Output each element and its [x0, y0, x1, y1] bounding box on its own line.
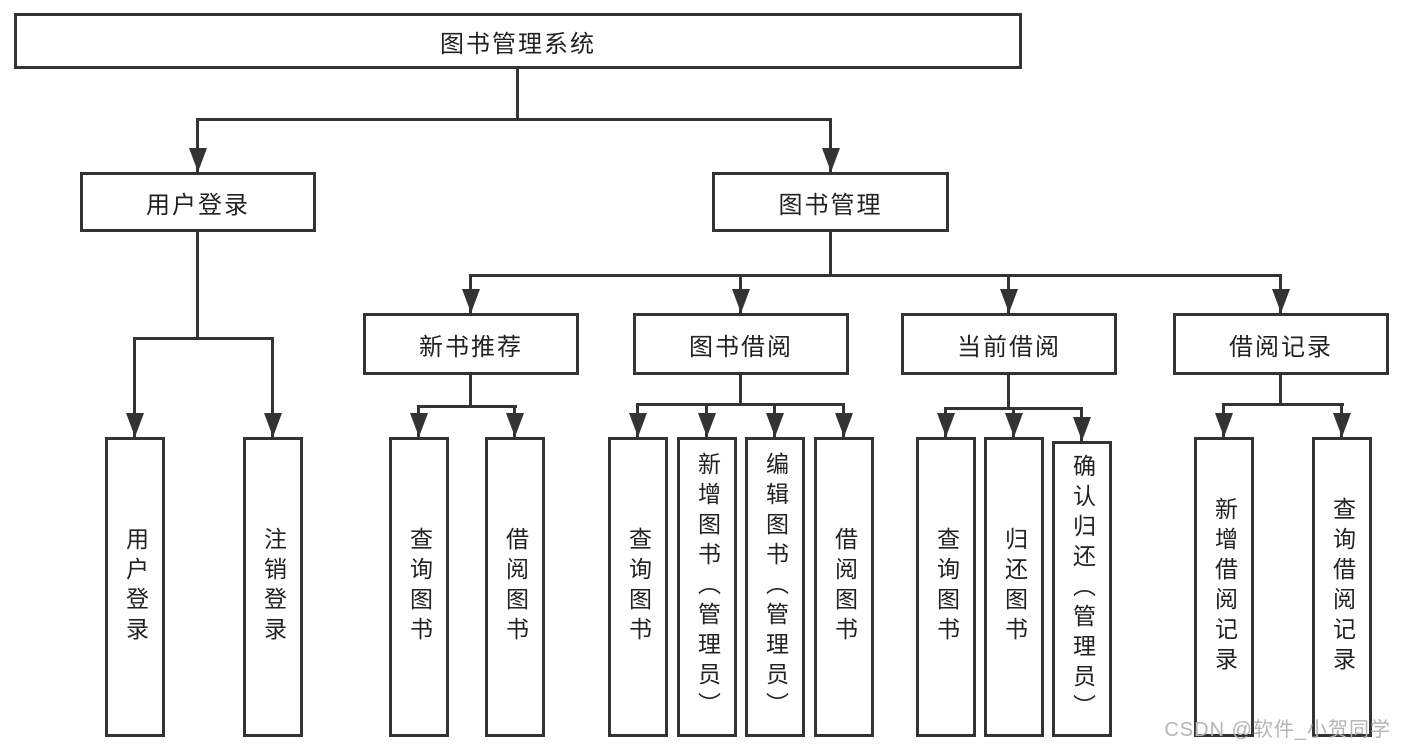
node-label: 归还图书	[1001, 527, 1028, 647]
arrow-down-icon	[409, 405, 428, 437]
arrow-down-icon	[628, 403, 647, 437]
leaf-add-book-admin: 新增图书（管理员）	[677, 437, 737, 737]
node-label: 图书管理系统	[440, 30, 596, 58]
node-label: 查询图书	[406, 527, 433, 647]
connector-line	[417, 405, 517, 408]
arrow-down-icon	[1214, 403, 1233, 437]
node-label: 查询图书	[933, 527, 960, 647]
node-label: 借阅记录	[1229, 333, 1333, 361]
arrow-down-icon	[1271, 274, 1290, 313]
connector-line	[133, 337, 274, 340]
node-label: 确认归还（管理员）	[1069, 454, 1096, 724]
node-label: 新书推荐	[419, 333, 523, 361]
leaf-query-book-3: 查询图书	[916, 437, 976, 737]
leaf-return-book: 归还图书	[984, 437, 1044, 737]
arrow-down-icon	[188, 118, 207, 172]
arrow-down-icon	[125, 337, 144, 437]
connector-line	[1222, 403, 1344, 406]
arrow-down-icon	[821, 118, 840, 172]
node-user-login-branch: 用户登录	[80, 172, 316, 232]
leaf-edit-book-admin: 编辑图书（管理员）	[745, 437, 805, 737]
arrow-down-icon	[697, 403, 716, 437]
node-label: 图书借阅	[689, 333, 793, 361]
leaf-logout: 注销登录	[243, 437, 303, 737]
node-system-root: 图书管理系统	[14, 13, 1022, 69]
arrow-down-icon	[731, 274, 750, 313]
node-current-borrow: 当前借阅	[901, 313, 1117, 375]
node-label: 新增借阅记录	[1211, 497, 1238, 677]
leaf-user-login: 用户登录	[105, 437, 165, 737]
node-label: 用户登录	[122, 527, 149, 647]
node-label: 查询借阅记录	[1329, 497, 1356, 677]
connector-line	[469, 375, 472, 405]
leaf-confirm-return-admin: 确认归还（管理员）	[1052, 441, 1112, 737]
node-label: 借阅图书	[502, 527, 529, 647]
connector-line	[516, 69, 519, 118]
arrow-down-icon	[263, 337, 282, 437]
node-label: 用户登录	[146, 191, 250, 219]
connector-line	[636, 403, 845, 406]
connector-line	[196, 118, 832, 121]
arrow-down-icon	[765, 403, 784, 437]
leaf-borrow-book-1: 借阅图书	[485, 437, 545, 737]
csdn-watermark: CSDN @软件_小贺同学	[1164, 719, 1391, 741]
arrow-down-icon	[936, 407, 955, 437]
arrow-down-icon	[1332, 403, 1351, 437]
arrow-down-icon	[834, 403, 853, 437]
node-label: 编辑图书（管理员）	[762, 452, 789, 722]
connector-line	[196, 232, 199, 337]
connector-line	[1279, 375, 1282, 403]
arrow-down-icon	[999, 274, 1018, 313]
leaf-query-book-2: 查询图书	[608, 437, 668, 737]
connector-line	[829, 232, 832, 274]
node-label: 图书管理	[778, 191, 883, 219]
arrow-down-icon	[1004, 407, 1023, 437]
node-new-book-recommend: 新书推荐	[363, 313, 579, 375]
leaf-borrow-book-2: 借阅图书	[814, 437, 874, 737]
connector-line	[739, 375, 742, 403]
node-book-borrow: 图书借阅	[633, 313, 849, 375]
node-label: 注销登录	[260, 527, 287, 647]
arrow-down-icon	[461, 274, 480, 313]
node-label: 借阅图书	[831, 527, 858, 647]
node-book-management-branch: 图书管理	[712, 172, 949, 232]
leaf-query-book-1: 查询图书	[389, 437, 449, 737]
connector-line	[469, 274, 1282, 277]
arrow-down-icon	[1072, 407, 1091, 441]
node-label: 查询图书	[625, 527, 652, 647]
leaf-add-borrow-record: 新增借阅记录	[1194, 437, 1254, 737]
node-borrow-record: 借阅记录	[1173, 313, 1389, 375]
node-label: 当前借阅	[957, 333, 1061, 361]
connector-line	[1007, 375, 1010, 407]
arrow-down-icon	[505, 405, 524, 437]
leaf-query-borrow-record: 查询借阅记录	[1312, 437, 1372, 737]
node-label: 新增图书（管理员）	[694, 452, 721, 722]
